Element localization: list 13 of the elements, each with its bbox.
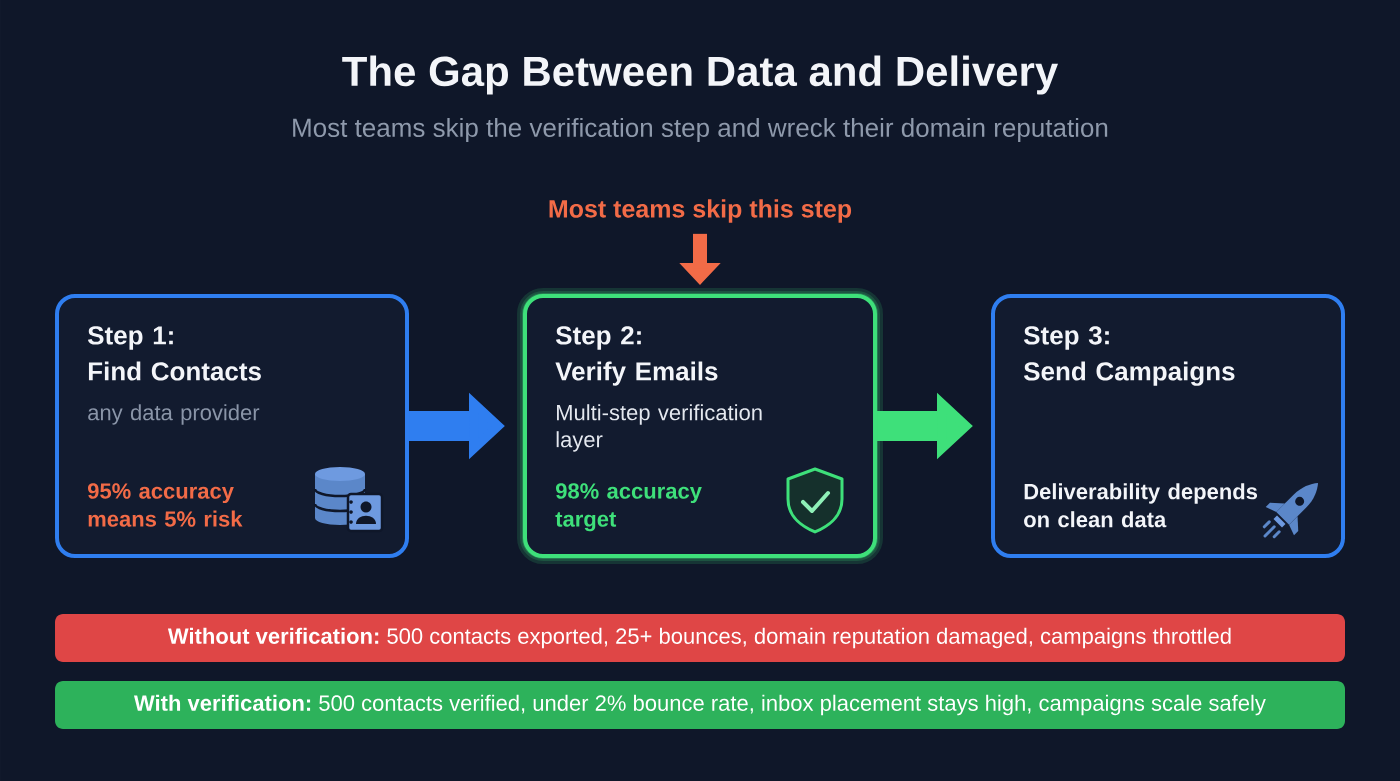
title: The Gap Between Data and Delivery — [342, 55, 1058, 95]
outcome-banner: With verification: 500 contacts verified, under 2% bounce rate, inbox placement stays high, campaigns scale safely — [55, 681, 1345, 729]
subtitle: Most teams skip the verification step and wreck their domain reputation — [293, 117, 1108, 143]
callout-text: Most teams skip this step — [549, 199, 852, 223]
step-title: Step 2: Verify Emails — [555, 326, 718, 386]
step-note: Deliverability depends on clean data — [1024, 483, 1258, 528]
accuracy-note: 95% accuracy means 5% risk — [88, 483, 243, 527]
step-description: Multi-step verification layer — [556, 404, 762, 452]
step-title: Step 1: Find Contacts — [87, 326, 261, 381]
step-title: Step 3: Send Campaigns — [1023, 326, 1235, 386]
step-description: any data provider — [88, 404, 260, 425]
accuracy-note: 98% accuracy target — [555, 483, 702, 532]
outcome-banner: Without verification: 500 contacts exported, 25+ bounces, domain reputation damaged, campaigns throttled — [55, 614, 1345, 662]
